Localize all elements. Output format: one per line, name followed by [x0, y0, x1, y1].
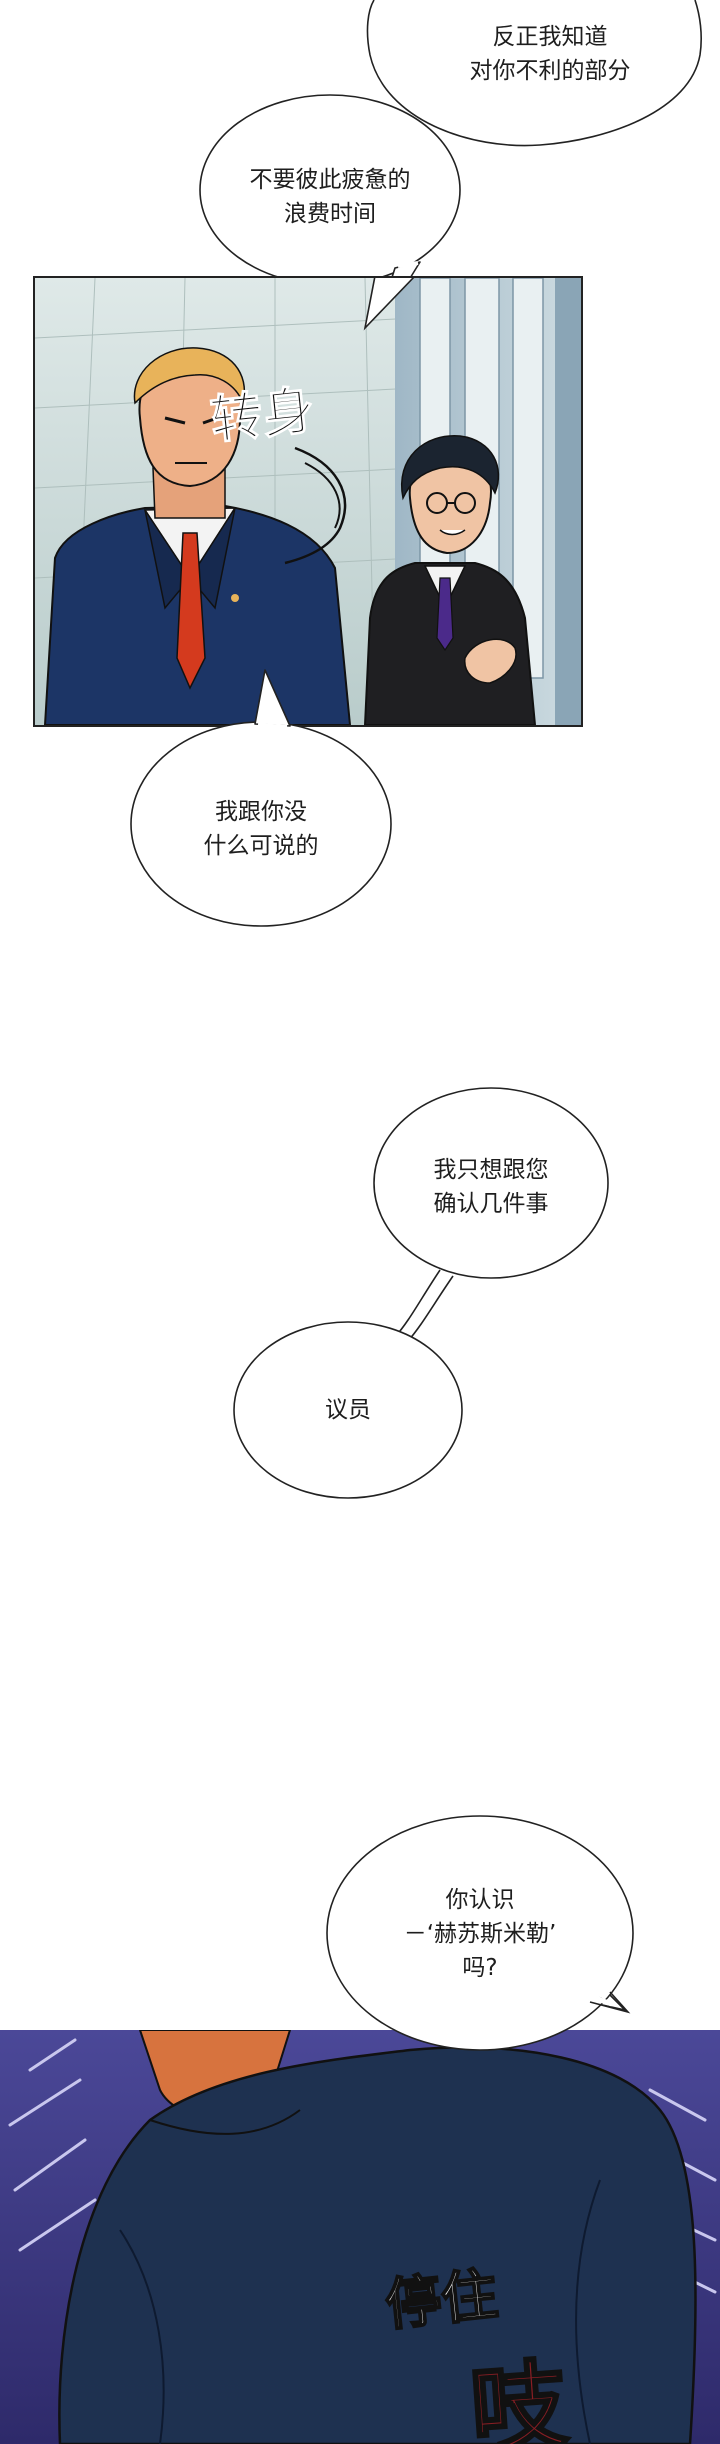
bubble-text-councilor: 议员: [325, 1397, 371, 1423]
bubble-text-top-right: 反正我知道 对你不利的部分: [469, 24, 631, 84]
speech-bubble-middle: [130, 669, 392, 927]
bubble-text-bottom: 你认识 －‘赫苏斯米勒’ 吗?: [403, 1887, 557, 1981]
speech-bubble-connected: [233, 1087, 609, 1499]
back-view-scene: [0, 2030, 720, 2444]
glasses-man-figure: [363, 435, 537, 725]
blonde-man-figure: [43, 347, 352, 725]
speech-bubble-top-right: [366, 0, 702, 147]
bubble-text-middle: 我跟你没 什么可说的: [203, 799, 319, 859]
bubble-text-confirm: 我只想跟您 确认几件事: [433, 1157, 549, 1217]
hallway-scene: [35, 278, 581, 725]
bubble-text-left: 不要彼此疲惫的 浪费时间: [249, 167, 411, 227]
panel-back-view: 停住 吱: [0, 2030, 720, 2444]
panel-hallway: 转身: [33, 276, 583, 727]
